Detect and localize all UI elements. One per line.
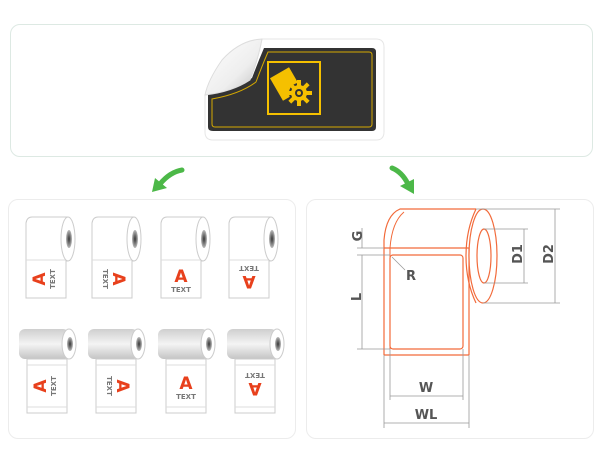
roll-core [206, 337, 212, 351]
roll-dimensions-panel [306, 199, 594, 439]
dim-d2-label: D2 [542, 244, 557, 264]
label-text: TEXT [245, 371, 265, 379]
label-letter: A [31, 379, 51, 393]
label-text: TEXT [239, 264, 259, 272]
label-letter: A [248, 378, 262, 398]
roll-cylinder [19, 329, 69, 359]
label-gear-icon [267, 61, 321, 115]
roll-core [275, 337, 281, 351]
label-letter: A [174, 267, 188, 287]
dim-w-label: W [419, 381, 433, 396]
roll-cylinder [227, 329, 277, 359]
label-text: TEXT [171, 286, 191, 294]
dim-r-label: R [406, 269, 416, 284]
arrow-right-icon [389, 165, 414, 194]
roll-core [136, 337, 142, 351]
arrow-left-icon [152, 167, 185, 192]
roll-core [67, 337, 73, 351]
label-letter: A [179, 374, 193, 394]
label-text: TEXT [101, 269, 109, 289]
label-letter: A [112, 379, 132, 393]
roll-core [201, 230, 207, 248]
roll-cylinder [88, 329, 138, 359]
dim-d1-label: D1 [511, 244, 526, 264]
label-letter: A [242, 271, 256, 291]
roll-dimension-drawing [383, 208, 498, 356]
dim-wl-label: WL [415, 408, 438, 423]
roll-core [66, 230, 72, 248]
dimension-lines [357, 208, 560, 428]
label-text: TEXT [49, 269, 57, 289]
label-text: TEXT [176, 393, 196, 401]
roll-core [269, 230, 275, 248]
label-text: TEXT [105, 376, 113, 396]
dim-l-label: L [350, 293, 365, 301]
roll-core [132, 230, 138, 248]
label-letter: A [30, 272, 50, 286]
label-letter: A [108, 272, 128, 286]
label-text: TEXT [50, 376, 58, 396]
dim-g-label: G [351, 231, 366, 242]
sticker-illustration [204, 38, 385, 141]
roll-cylinder [158, 329, 208, 359]
